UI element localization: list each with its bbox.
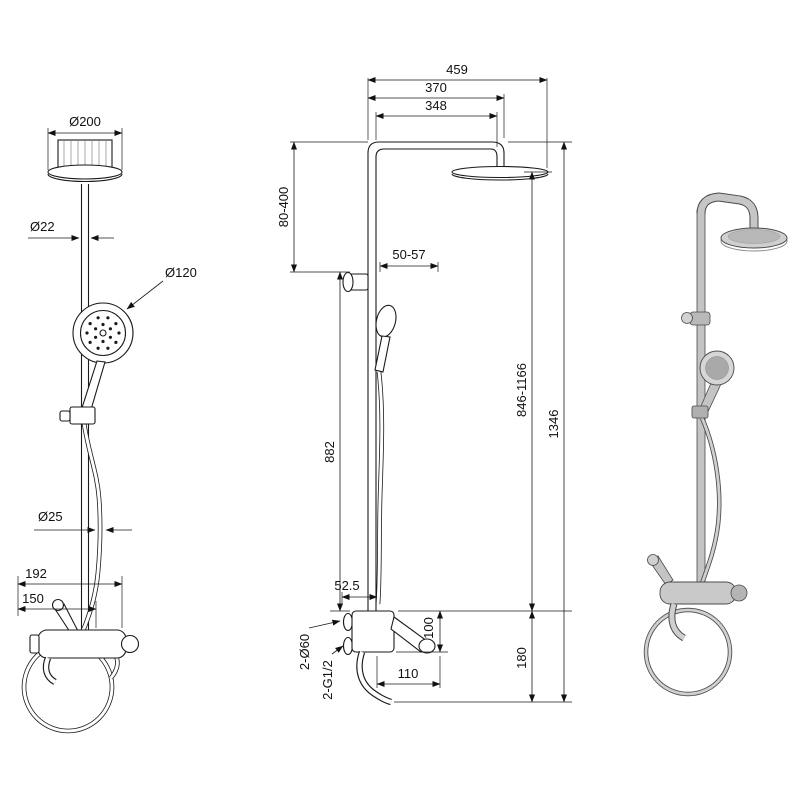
dim-handle-reach: 110: [398, 666, 419, 681]
dim-connector-spec: 2-G1/2: [320, 660, 335, 700]
persp-diverter-knob: [730, 584, 748, 602]
persp-lever-knob: [647, 554, 659, 566]
dim-handshower-diameter: Ø120: [165, 265, 197, 280]
dim-center-distance: 150: [22, 591, 44, 606]
persp-slider-knob: [681, 312, 693, 324]
side-faucet-body: [351, 610, 395, 653]
dim-spout-height: 180: [514, 647, 529, 669]
front-handshower-face: [72, 302, 134, 364]
dim-head-diameter: Ø200: [69, 114, 101, 129]
dim-hose-diameter: Ø25: [38, 509, 63, 524]
side-bracket-flange: [342, 271, 354, 293]
side-view: 459 370 348 80-400 50-57 882 52.5 846-11…: [276, 62, 572, 706]
dim-pipe-diameter: Ø22: [30, 219, 55, 234]
front-showerhead-disc: [47, 164, 123, 180]
persp-faucet-body: [659, 581, 737, 605]
dim-top-adjust: 80-400: [276, 187, 291, 227]
side-handshower-head: [375, 304, 397, 338]
perspective-view: [643, 192, 788, 697]
front-handshower-handle: [80, 360, 106, 414]
dim-total-height: 1346: [546, 410, 561, 439]
persp-slider-bracket: [689, 311, 711, 326]
front-handshower-nozzles: [85, 316, 121, 350]
front-diverter-knob: [120, 634, 140, 654]
dim-arm-center-reach: 370: [425, 80, 447, 95]
dim-spout-reach: 192: [25, 566, 47, 581]
dim-total-reach: 459: [446, 62, 468, 77]
side-showerhead-rim: [451, 173, 549, 181]
dim-bracket-range: 50-57: [392, 247, 425, 262]
dim-height-adjust: 846-1166: [514, 363, 529, 417]
front-faucet-body: [37, 629, 127, 659]
front-handshower-inner-ring: [79, 309, 127, 357]
front-showerhead-texture: [63, 141, 107, 169]
front-handshower-center: [99, 329, 107, 337]
dim-riser-height: 882: [322, 441, 337, 463]
side-pipe-outer: [367, 141, 505, 612]
side-escutcheon-top: [342, 612, 354, 632]
side-escutcheon-bottom: [342, 636, 354, 656]
front-view: Ø200 Ø22 Ø120 Ø25 192 150: [17, 114, 197, 734]
persp-handshower-face: [705, 356, 729, 380]
persp-handshower-holder: [691, 405, 709, 419]
dim-handle-height: 100: [421, 617, 436, 639]
persp-showerhead-face: [727, 229, 781, 244]
dim-escutcheon-spec: 2-Ø60: [297, 634, 312, 670]
dim-hose-offset: 52.5: [334, 578, 359, 593]
side-pipe-inner: [375, 148, 498, 612]
side-lever-knob: [418, 638, 436, 654]
front-showerhead-rim: [47, 173, 123, 183]
front-slider-knob: [59, 410, 71, 422]
front-slider-holder: [69, 406, 96, 425]
dim-arm-length: 348: [425, 98, 447, 113]
front-faucet-left-cap: [29, 634, 40, 654]
side-handshower-handle: [374, 335, 391, 373]
